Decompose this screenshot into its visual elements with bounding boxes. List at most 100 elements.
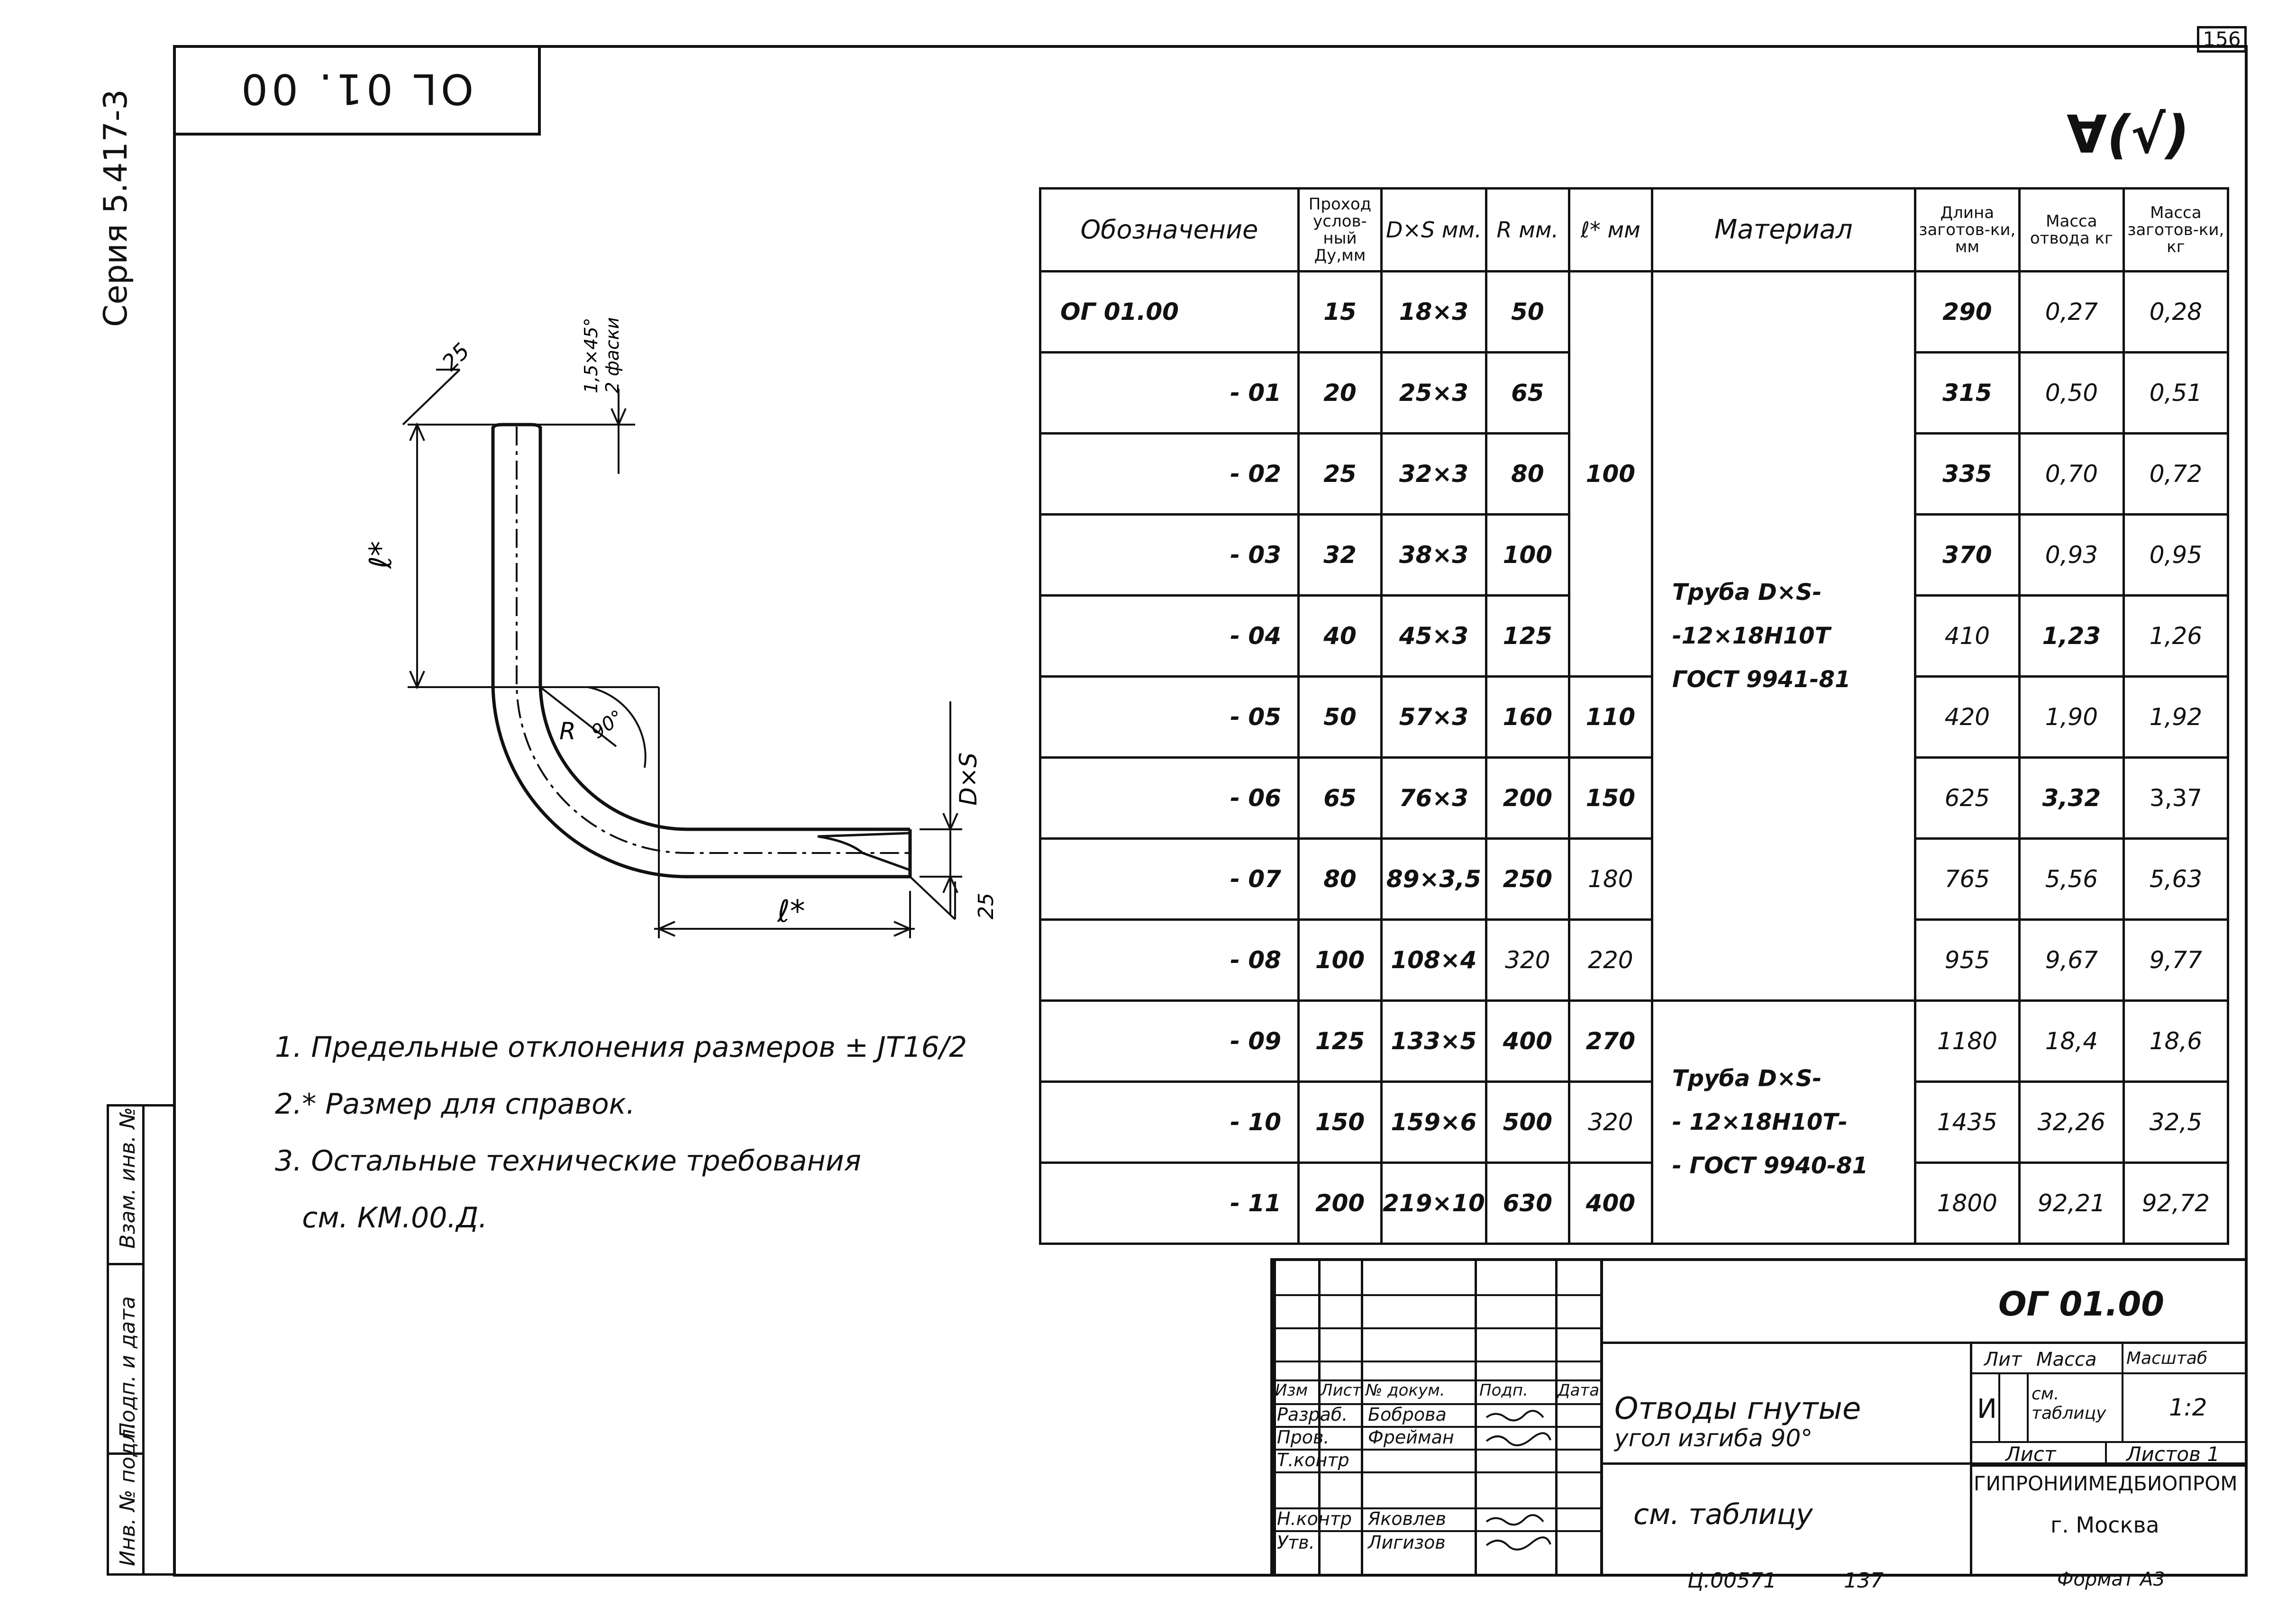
cell-mass-blank: 0,28: [2122, 270, 2229, 354]
cell-du: 65: [1297, 756, 1383, 840]
cell-r: 500: [1485, 1080, 1570, 1164]
cell-designation: ОГ 01.00: [1039, 270, 1300, 354]
cell-dxs: 159×6: [1380, 1080, 1487, 1164]
cell-r: 400: [1485, 999, 1570, 1083]
pipe-inner-wall: [538, 426, 910, 831]
series-label: Серия 5.417-3: [97, 89, 135, 327]
cell-r: 100: [1485, 513, 1570, 597]
tb-role-ncontrol: Н.контр: [1277, 1508, 1352, 1529]
cell-r: 630: [1485, 1161, 1570, 1245]
tb-head-sign: Подп.: [1479, 1381, 1528, 1400]
tb-role-checker: Пров.: [1277, 1427, 1330, 1448]
cell-l: 270: [1567, 999, 1653, 1083]
cell-length: 370: [1913, 513, 2021, 597]
cell-material-2: Труба D×S- - 12×18Н10Т- - ГОСТ 9940-81: [1650, 999, 1916, 1245]
table-row: - 10 150 159×6 500 320 1435 32,26 32,5: [1039, 1080, 2229, 1164]
cell-designation: - 09: [1039, 999, 1300, 1083]
material-1-line-1: Труба D×S-: [1672, 579, 1822, 606]
note-3: 3. Остальные технические требования: [275, 1144, 861, 1178]
cell-du: 15: [1297, 270, 1383, 354]
cell-mass-bend: 3,32: [2018, 756, 2125, 840]
note-1: 1. Предельные отклонения размеров ± JT16…: [275, 1031, 967, 1064]
tb-organization: ГИПРОНИИМЕДБИОПРОМ: [1974, 1472, 2238, 1495]
cell-l: 320: [1567, 1080, 1653, 1164]
cell-dxs: 45×3: [1380, 594, 1487, 678]
cell-mass-bend: 9,67: [2018, 918, 2125, 1002]
cell-mass-blank: 3,37: [2122, 756, 2229, 840]
header-l: ℓ* мм: [1567, 187, 1653, 272]
cell-r: 200: [1485, 756, 1570, 840]
material-2-line-1: Труба D×S-: [1672, 1065, 1822, 1092]
cell-r: 50: [1485, 270, 1570, 354]
pipe-outer-wall: [491, 426, 910, 879]
cell-designation: - 08: [1039, 918, 1300, 1002]
cell-designation: - 03: [1039, 513, 1300, 597]
cell-designation: - 04: [1039, 594, 1300, 678]
table-row: ОГ 01.00 15 18×3 50 100 Труба D×S- -12×1…: [1039, 270, 2229, 1002]
cell-dxs: 76×3: [1380, 756, 1487, 840]
cell-r: 80: [1485, 432, 1570, 516]
cell-mass-bend: 92,21: [2018, 1161, 2125, 1245]
tb-role-approved: Утв.: [1277, 1532, 1315, 1553]
cell-mass-blank: 0,72: [2122, 432, 2229, 516]
header-mass-bend: Масса отвода кг: [2018, 187, 2125, 272]
cell-length: 335: [1913, 432, 2021, 516]
cell-dxs: 89×3,5: [1380, 837, 1487, 921]
cell-designation: - 06: [1039, 756, 1300, 840]
strip-inv-vzam: Взам. инв. №: [116, 1107, 140, 1249]
cell-designation: - 11: [1039, 1161, 1300, 1245]
cell-length: 955: [1913, 918, 2021, 1002]
cell-r: 320: [1485, 918, 1570, 1002]
cell-du: 150: [1297, 1080, 1383, 1164]
tb-code: ОГ 01.00: [1998, 1285, 2164, 1324]
cell-r: 65: [1485, 351, 1570, 435]
table-row: - 09 125 133×5 400 270 Труба D×S- - 12×1…: [1039, 999, 2229, 1245]
left-stamp-strip: Взам. инв. № Подп. и дата Инв. № подл.: [107, 1104, 175, 1576]
cell-designation: - 05: [1039, 675, 1300, 759]
drawing-code-box: OL 01. 00: [173, 45, 541, 136]
cell-mass-bend: 5,56: [2018, 837, 2125, 921]
tb-name-developer: Боброва: [1368, 1404, 1447, 1425]
cell-du: 40: [1297, 594, 1383, 678]
strip-inv-orig: Инв. № подл.: [116, 1422, 140, 1566]
cell-designation: - 02: [1039, 432, 1300, 516]
header-designation: Обозначение: [1039, 187, 1300, 272]
table-row: - 01 20 25×3 65 315 0,50 0,51: [1039, 351, 2229, 435]
cell-length: 315: [1913, 351, 2021, 435]
tb-name-ncontrol: Яковлев: [1368, 1508, 1447, 1529]
cell-r: 250: [1485, 837, 1570, 921]
sheet-number: 156: [2197, 26, 2247, 53]
cell-l: 180: [1567, 837, 1653, 921]
strip-sign-date: Подп. и дата: [116, 1296, 140, 1438]
note-4: см. КМ.00.Д.: [275, 1201, 488, 1234]
cell-mass-bend: 1,90: [2018, 675, 2125, 759]
table-header-row: Обозначение Проход услов-ный Ду,мм D×S м…: [1039, 187, 2229, 272]
cell-length: 625: [1913, 756, 2021, 840]
table-row: - 03 32 38×3 100 370 0,93 0,95: [1039, 513, 2229, 597]
table-row: - 05 50 57×3 160 110 420 1,90 1,92: [1039, 675, 2229, 759]
cell-du: 200: [1297, 1161, 1383, 1245]
cell-mass-blank: 5,63: [2122, 837, 2229, 921]
tb-head-list: Лист: [1321, 1381, 1362, 1400]
signatures: [1485, 1410, 1551, 1551]
footer-format: Формат А3: [2057, 1569, 2165, 1590]
cell-du: 50: [1297, 675, 1383, 759]
cell-length: 1800: [1913, 1161, 2021, 1245]
cell-du: 125: [1297, 999, 1383, 1083]
cell-du: 25: [1297, 432, 1383, 516]
cell-dxs: 108×4: [1380, 918, 1487, 1002]
tb-lit-val: И: [1977, 1394, 1997, 1424]
cell-designation: - 10: [1039, 1080, 1300, 1164]
dim-angle: 90°: [587, 706, 627, 743]
material-1-line-2: -12×18Н10Т: [1672, 623, 1831, 649]
cell-l: 220: [1567, 918, 1653, 1002]
cell-length: 765: [1913, 837, 2021, 921]
cell-mass-bend: 32,26: [2018, 1080, 2125, 1164]
cell-dxs: 133×5: [1380, 999, 1487, 1083]
material-2-line-3: - ГОСТ 9940-81: [1672, 1152, 1868, 1179]
cell-mass-blank: 0,95: [2122, 513, 2229, 597]
material-2-line-2: - 12×18Н10Т-: [1672, 1109, 1848, 1135]
cell-mass-bend: 0,70: [2018, 432, 2125, 516]
cell-mass-bend: 1,23: [2018, 594, 2125, 678]
table-row: - 02 25 32×3 80 335 0,70 0,72: [1039, 432, 2229, 516]
